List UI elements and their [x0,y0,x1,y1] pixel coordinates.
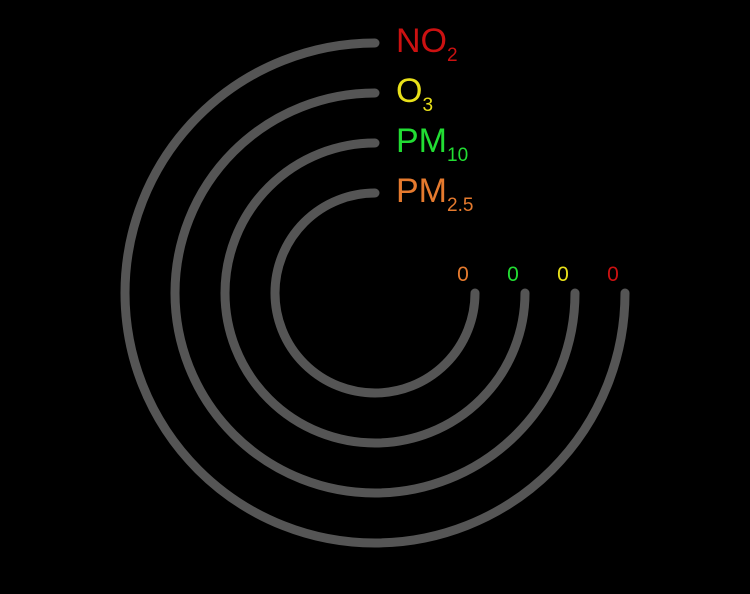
pollutant-label-pm10: PM10 [396,122,468,166]
gauge-o3: O3 0 [170,72,580,498]
gauge-track-pm10 [220,138,530,448]
pollutant-name-pm25: PM [396,172,447,210]
pollutant-subscript-no2: 2 [447,45,458,66]
gauge-value-pm25: 0 [457,263,469,286]
gauge-value-o3: 0 [557,263,569,286]
gauge-track-pm25 [270,188,480,398]
gauge-value-pm10: 0 [507,263,519,286]
pollutant-label-no2: NO2 [396,22,458,66]
pollutant-subscript-pm25: 2.5 [447,195,473,216]
gauge-no2: NO2 0 [120,22,630,548]
pollutant-subscript-pm10: 10 [447,145,468,166]
gauge-track-no2 [120,38,630,548]
pollutant-name-o3: O [396,72,422,110]
gauge-pm10: PM10 0 [220,122,530,448]
pollutant-subscript-o3: 3 [422,95,433,116]
gauge-value-no2: 0 [607,263,619,286]
gauge-track-o3 [170,88,580,498]
pollutant-name-no2: NO [396,22,447,60]
gauge-pm25: PM2.5 0 [270,172,480,398]
pollutant-name-pm10: PM [396,122,447,160]
pollutant-label-o3: O3 [396,72,433,116]
pollutant-label-pm25: PM2.5 [396,172,473,216]
